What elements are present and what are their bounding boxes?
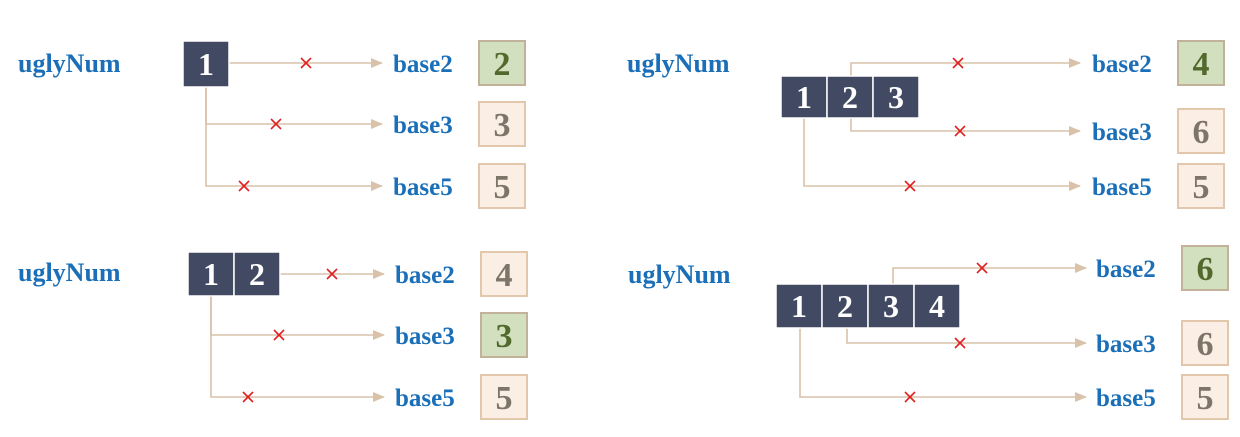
base2-label: base2 (393, 51, 453, 78)
pointer-base5 (205, 87, 383, 191)
base3-value-box: 3 (480, 312, 528, 358)
base5-value-box: 5 (1181, 374, 1229, 420)
ugly-num-label: uglyNum (628, 260, 731, 289)
cross-mark (976, 262, 988, 274)
base2-label: base2 (1092, 51, 1152, 78)
pointer-base3 (846, 328, 1087, 348)
base3-value: 6 (1197, 326, 1214, 363)
ugly-num-label: uglyNum (18, 258, 121, 287)
ugly-num-cell-value: 3 (888, 79, 904, 115)
cross-mark (904, 391, 916, 403)
ugly-num-cell-value: 4 (929, 288, 945, 324)
base3-value-box: 6 (1177, 108, 1225, 154)
ugly-num-cell: 2 (826, 75, 874, 119)
cross-mark (273, 329, 285, 341)
ugly-num-label: uglyNum (18, 49, 121, 78)
ugly-num-cell-value: 1 (203, 256, 219, 292)
base5-label: base5 (1096, 385, 1156, 412)
cross-mark (238, 180, 250, 192)
pointer-base5 (210, 296, 385, 402)
cross-mark (326, 268, 338, 280)
ugly-num-cell: 1 (182, 40, 230, 88)
base3-label: base3 (1096, 331, 1156, 358)
ugly-num-cell-value: 1 (796, 79, 812, 115)
base3-value: 3 (494, 107, 511, 144)
pointer-base3 (850, 118, 1081, 136)
base3-value-box: 3 (478, 101, 526, 147)
base2-label: base2 (1096, 256, 1156, 283)
base3-label: base3 (1092, 119, 1152, 146)
base3-value: 6 (1193, 114, 1210, 151)
pointer-base5 (799, 328, 1087, 402)
pointer-base2 (850, 58, 1081, 76)
base5-value-box: 5 (478, 163, 526, 209)
cross-mark (242, 391, 254, 403)
base5-label: base5 (395, 385, 455, 412)
ugly-num-cell: 3 (872, 75, 920, 119)
base5-label: base5 (1092, 174, 1152, 201)
base3-value-box: 6 (1181, 320, 1229, 366)
ugly-num-cell: 1 (775, 283, 823, 329)
pointer-base3 (210, 296, 385, 340)
base2-value-box: 4 (480, 251, 528, 297)
pointer-base2 (892, 263, 1087, 284)
ugly-num-cell: 2 (821, 283, 869, 329)
base2-value-box: 2 (478, 40, 526, 86)
panel-1: uglyNum base2 2 base3 3 base5 5 1 (18, 40, 526, 209)
base5-value-box: 5 (1177, 163, 1225, 209)
ugly-num-cell: 1 (780, 75, 828, 119)
pointer-base3 (205, 87, 383, 129)
ugly-num-cell-value: 2 (249, 256, 265, 292)
cross-mark (954, 337, 966, 349)
cross-mark (270, 118, 282, 130)
base2-value-box: 4 (1177, 40, 1225, 86)
base5-value: 5 (1197, 380, 1214, 417)
base2-value: 4 (1193, 46, 1210, 83)
cross-mark (300, 57, 312, 69)
base2-value: 2 (494, 46, 511, 83)
ugly-num-cell: 1 (187, 251, 235, 297)
ugly-num-cell-value: 1 (198, 46, 214, 82)
base5-value: 5 (494, 169, 511, 206)
ugly-num-cell-value: 2 (842, 79, 858, 115)
base2-value-box: 6 (1181, 245, 1229, 291)
cross-mark (952, 57, 964, 69)
ugly-num-cell-value: 3 (883, 288, 899, 324)
ugly-num-cell: 2 (233, 251, 281, 297)
base3-label: base3 (395, 323, 455, 350)
cross-mark (954, 125, 966, 137)
cross-mark (904, 180, 916, 192)
base2-value: 6 (1197, 251, 1214, 288)
base5-value-box: 5 (480, 374, 528, 420)
base3-value: 3 (496, 318, 513, 355)
ugly-num-cell: 3 (867, 283, 915, 329)
base2-label: base2 (395, 262, 455, 289)
ugly-num-cell-value: 2 (837, 288, 853, 324)
ugly-num-cell: 4 (913, 283, 961, 329)
ugly-num-label: uglyNum (627, 49, 730, 78)
ugly-num-cell-value: 1 (791, 288, 807, 324)
base2-value: 4 (496, 257, 513, 294)
pointer-base5 (803, 118, 1081, 191)
base3-label: base3 (393, 112, 453, 139)
base5-label: base5 (393, 174, 453, 201)
base5-value: 5 (496, 380, 513, 417)
base5-value: 5 (1193, 169, 1210, 206)
